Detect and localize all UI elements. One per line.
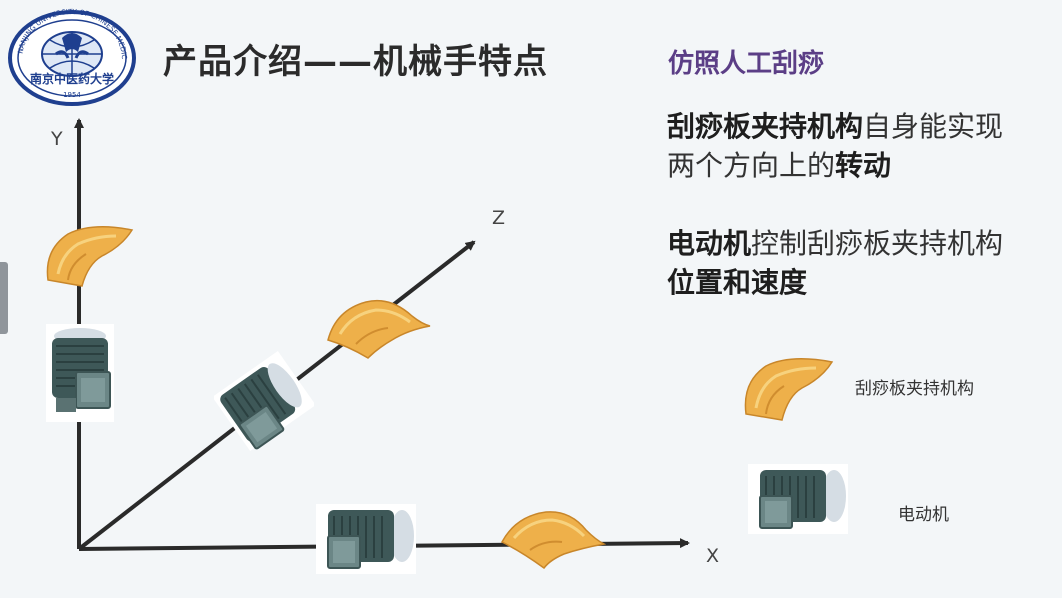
description-paragraph-2: 电动机控制刮痧板夹持机构位置和速度 [667,224,1027,302]
x-axis-label: X [706,545,720,567]
description-2-bold-term: 电动机 [667,227,752,260]
description-2-bold-end: 位置和速度 [667,266,808,299]
y-axis-label: Y [51,128,63,150]
legend-motor-icon [748,464,848,534]
scraper-clamp-icon [46,226,134,287]
legend-motor-label: 电动机 [898,505,949,525]
description-1-text: 自身能实现两个方向上的 [667,110,1004,182]
description-1-bold-end: 转动 [835,149,892,182]
motor-icon [214,351,314,451]
motor-icon [316,504,416,574]
motor-icon [46,324,114,422]
scraper-clamp-icon [500,511,606,570]
logo-year: 1954 [63,91,81,99]
page-subtitle: 仿照人工刮痧 [668,49,825,79]
description-2-text: 控制刮痧板夹持机构 [751,227,1004,260]
z-axis-label: Z [492,207,506,229]
legend-scraper-label: 刮痧板夹持机构 [855,379,974,399]
window-edge-handle[interactable] [0,262,8,334]
page-title: 产品介绍——机械手特点 [163,42,548,82]
scraper-clamp-icon [327,299,431,359]
university-logo: NANJING UNIVERSITY OF CHINESE MEDICINE 南… [6,8,136,106]
description-paragraph-1: 刮痧板夹持机构自身能实现两个方向上的转动 [667,107,1027,185]
description-1-bold-term: 刮痧板夹持机构 [667,110,864,143]
logo-chinese-name: 南京中医药大学 [30,71,114,86]
legend-scraper-icon [744,358,834,421]
